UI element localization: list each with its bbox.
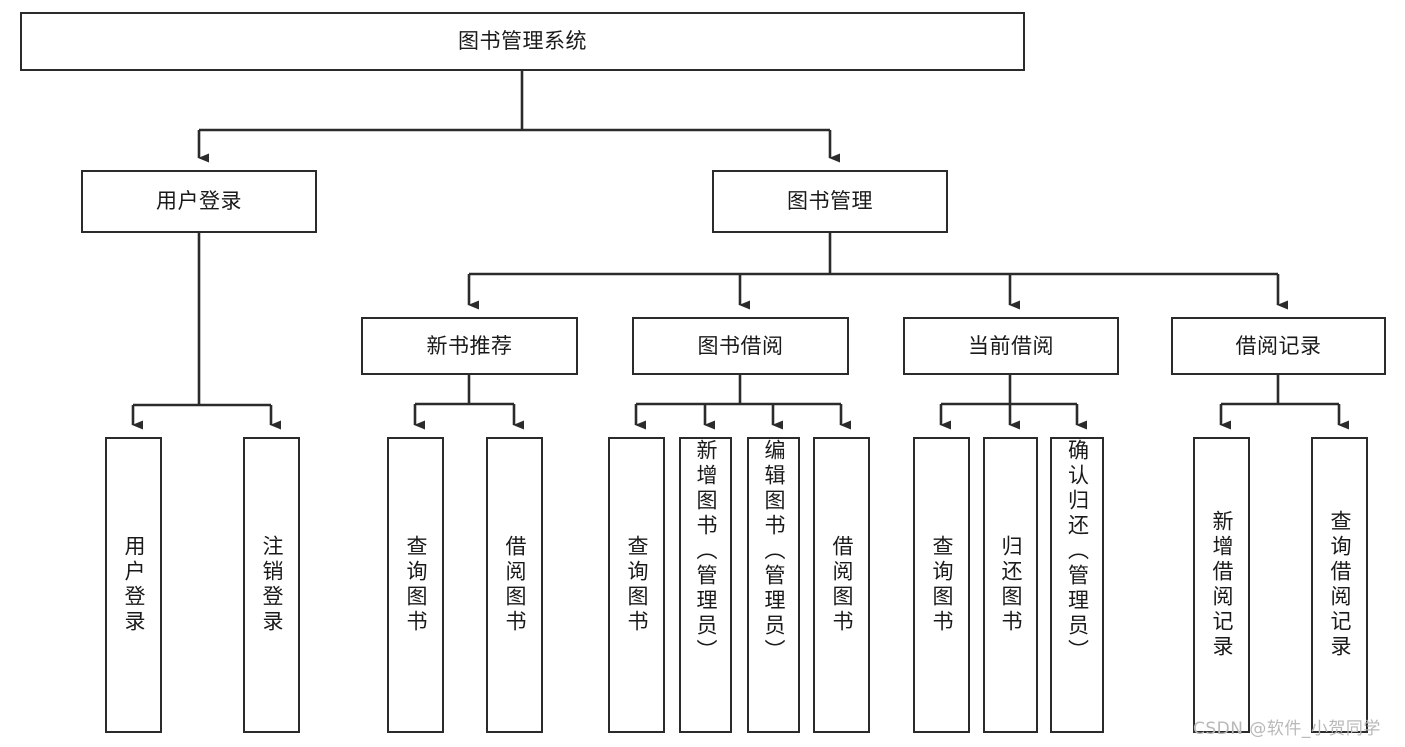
leaf-current-borrow-return-book[interactable]: 归还图书	[983, 437, 1038, 733]
node-current-borrow[interactable]: 当前借阅	[903, 317, 1119, 375]
node-book-borrow[interactable]: 图书借阅	[632, 317, 849, 375]
node-label: 借阅图书	[503, 535, 527, 635]
leaf-borrow-record-query-record[interactable]: 查询借阅记录	[1311, 437, 1368, 733]
leaf-user-login-login[interactable]: 用户登录	[105, 437, 162, 733]
node-label: 当前借阅	[968, 333, 1054, 358]
node-label: 查询图书	[404, 535, 428, 635]
node-label: 查询图书	[930, 535, 954, 635]
node-new-book-recommend[interactable]: 新书推荐	[361, 317, 578, 375]
node-label: 借阅图书	[830, 535, 854, 635]
node-label: 新增借阅记录	[1210, 510, 1234, 660]
node-root-book-management-system[interactable]: 图书管理系统	[20, 12, 1025, 71]
node-label: 注销登录	[260, 535, 284, 635]
node-label: 查询借阅记录	[1328, 510, 1352, 660]
leaf-new-book-query-book[interactable]: 查询图书	[387, 437, 444, 733]
node-label: 编辑图书（管理员）	[762, 439, 786, 664]
node-label: 用户登录	[156, 189, 242, 213]
node-borrow-record[interactable]: 借阅记录	[1171, 317, 1386, 375]
leaf-current-borrow-confirm-return-admin[interactable]: 确认归还（管理员）	[1050, 437, 1104, 733]
node-label: 用户登录	[122, 535, 146, 635]
node-label: 新增图书（管理员）	[694, 439, 718, 664]
node-label: 图书借阅	[697, 333, 784, 358]
leaf-book-borrow-borrow-book[interactable]: 借阅图书	[813, 437, 870, 733]
leaf-new-book-borrow-book[interactable]: 借阅图书	[486, 437, 543, 733]
node-user-login[interactable]: 用户登录	[81, 170, 317, 233]
node-book-management[interactable]: 图书管理	[712, 170, 948, 233]
leaf-book-borrow-add-book-admin[interactable]: 新增图书（管理员）	[679, 437, 732, 733]
leaf-borrow-record-add-record[interactable]: 新增借阅记录	[1193, 437, 1250, 733]
node-label: 借阅记录	[1235, 333, 1322, 358]
leaf-current-borrow-query-book[interactable]: 查询图书	[913, 437, 970, 733]
node-label: 确认归还（管理员）	[1065, 439, 1090, 664]
node-label: 查询图书	[625, 535, 649, 635]
node-label: 图书管理系统	[458, 29, 587, 53]
node-label: 新书推荐	[426, 333, 513, 358]
leaf-user-login-logout[interactable]: 注销登录	[243, 437, 300, 733]
leaf-book-borrow-edit-book-admin[interactable]: 编辑图书（管理员）	[747, 437, 800, 733]
node-label: 归还图书	[999, 535, 1023, 635]
csdn-watermark: CSDN @软件_小贺同学	[1193, 719, 1381, 739]
node-label: 图书管理	[787, 189, 873, 213]
leaf-book-borrow-query-book[interactable]: 查询图书	[608, 437, 665, 733]
